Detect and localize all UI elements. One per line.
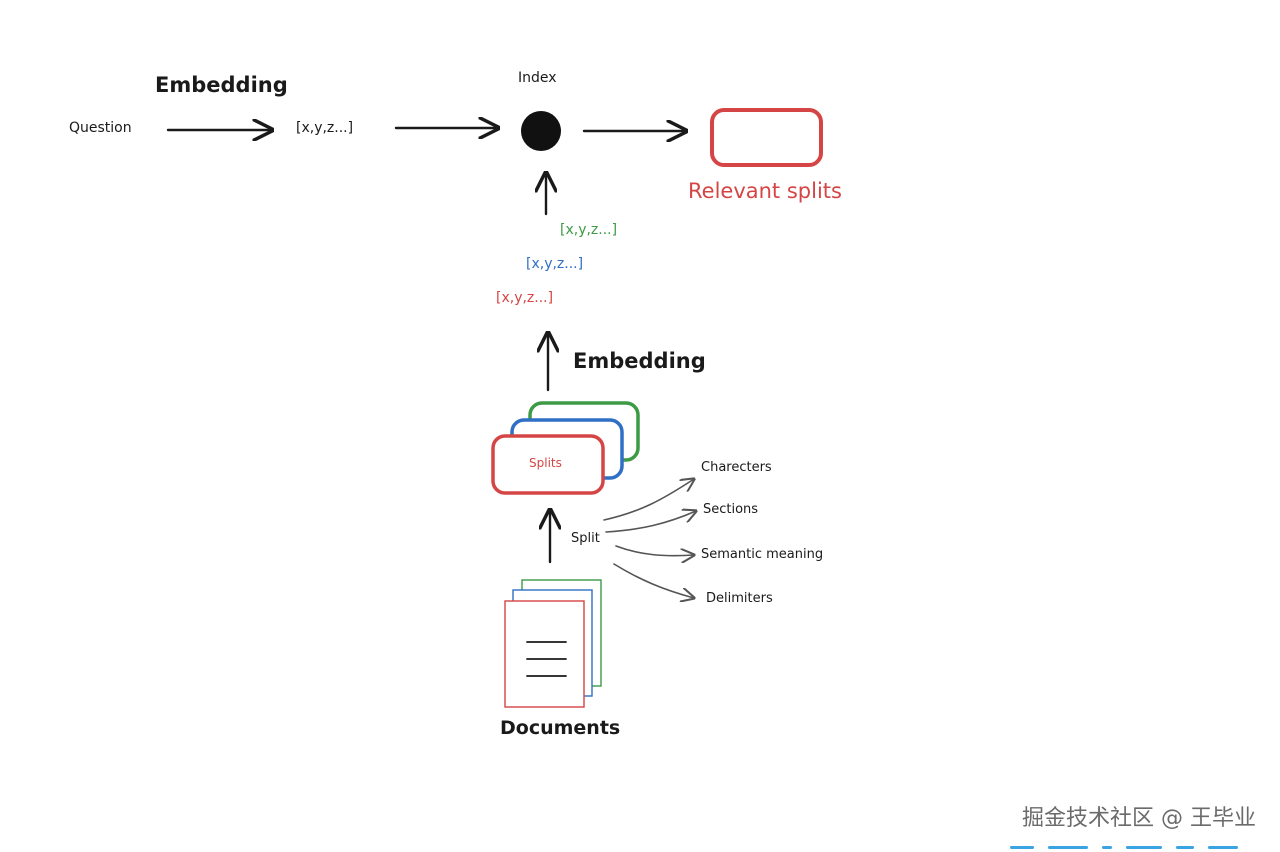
split-card-red (491, 434, 605, 495)
index-label: Index (518, 70, 557, 86)
query-vector-label: [x,y,z...] (296, 120, 354, 136)
vector-red-label: [x,y,z...] (496, 290, 554, 306)
delimiters-label: Delimiters (706, 591, 773, 606)
split-label: Split (571, 531, 600, 546)
characters-label: Charecters (701, 460, 772, 475)
arrow-to-sections (605, 511, 696, 533)
question-label: Question (69, 120, 132, 136)
arrow-to-semantic (615, 545, 694, 556)
sections-label: Sections (703, 502, 759, 517)
watermark-text: 掘金技术社区 @ 王毕业 (1022, 806, 1256, 831)
relevant-splits-box (710, 108, 823, 167)
relevant-splits-label: Relevant splits (688, 179, 842, 203)
splits-label: Splits (529, 456, 562, 470)
index-node (521, 111, 561, 151)
bottom-accent-bar (1010, 846, 1250, 850)
arrow-to-delimiters (613, 563, 694, 598)
semantic-meaning-label: Semantic meaning (701, 547, 824, 562)
embedding-mid-label: Embedding (573, 349, 706, 373)
vector-green-label: [x,y,z...] (560, 222, 618, 238)
documents-icon (504, 579, 602, 708)
vector-blue-label: [x,y,z...] (526, 256, 584, 272)
embedding-top-label: Embedding (155, 73, 288, 97)
arrow-to-characters (603, 479, 694, 521)
documents-label: Documents (500, 717, 621, 739)
